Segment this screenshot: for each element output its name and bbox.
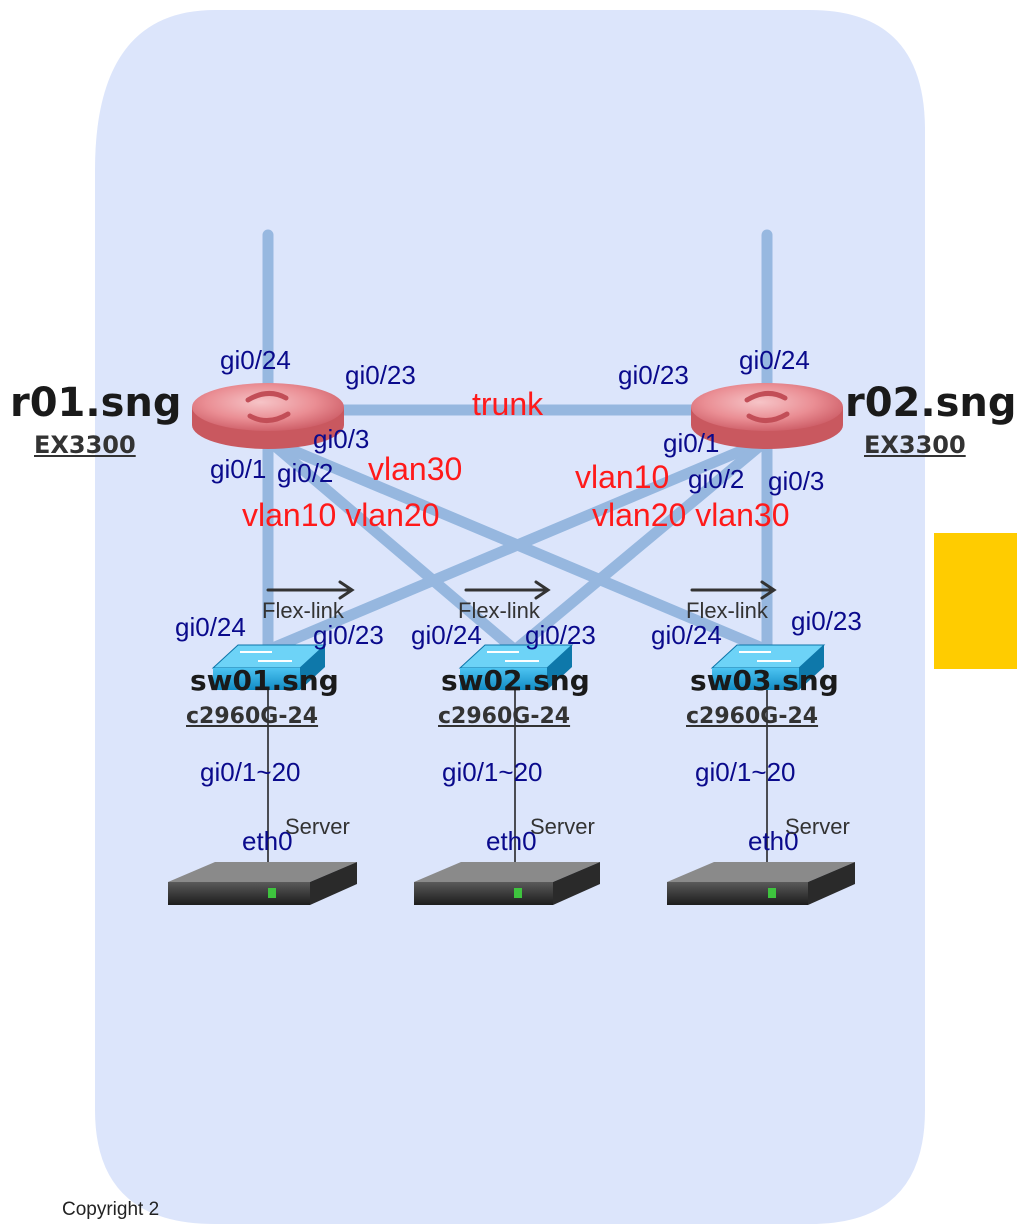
link-r02-sw01	[262, 434, 773, 656]
r02-vlan-a: vlan10	[575, 459, 670, 495]
link-r01-sw02	[262, 434, 521, 656]
r02-vlan-b: vlan20 vlan30	[592, 497, 790, 533]
sw03-port-gi0-24: gi0/24	[651, 620, 722, 650]
accent-box	[934, 533, 1017, 669]
switch-sw02-icon	[458, 644, 574, 690]
router-r01-icon	[192, 383, 344, 449]
sw02-name: sw02.sng	[441, 664, 590, 697]
trunk-label: trunk	[472, 386, 544, 422]
router-r02-name: r02.sng	[845, 380, 1017, 426]
sw03-flex-label: Flex-link	[686, 598, 768, 623]
r02-port-gi0-2: gi0/2	[688, 464, 745, 494]
sw02-server-ports: gi0/1~20	[442, 757, 543, 787]
sw01-model: c2960G-24	[186, 704, 319, 729]
router-r02-model: EX3300	[864, 431, 966, 459]
router-r01-model: EX3300	[34, 431, 136, 459]
sw03-port-gi0-23: gi0/23	[791, 606, 862, 636]
router-r01-name: r01.sng	[10, 380, 182, 426]
server-2-label: Server	[530, 814, 595, 839]
r01-port-gi0-3: gi0/3	[313, 424, 370, 454]
sw02-model: c2960G-24	[438, 704, 571, 729]
server-1-iface: eth0	[242, 826, 293, 856]
r01-port-gi0-23: gi0/23	[345, 360, 416, 390]
r02-port-gi0-1: gi0/1	[663, 428, 720, 458]
router-r02-icon	[691, 383, 843, 449]
sw01-port-gi0-23: gi0/23	[313, 620, 384, 650]
sw03-model: c2960G-24	[686, 704, 819, 729]
r02-port-gi0-23: gi0/23	[618, 360, 689, 390]
r01-vlan-a: vlan30	[368, 451, 463, 487]
sw01-flex-label: Flex-link	[262, 598, 344, 623]
sw01-server-ports: gi0/1~20	[200, 757, 301, 787]
server-2-iface: eth0	[486, 826, 537, 856]
server-3-icon	[667, 862, 855, 905]
server-2-icon	[414, 862, 600, 905]
server-1-label: Server	[285, 814, 350, 839]
r02-port-gi0-3: gi0/3	[768, 466, 825, 496]
server-3-label: Server	[785, 814, 850, 839]
flex-arrow-3	[690, 580, 777, 600]
r01-port-gi0-1: gi0/1	[210, 454, 267, 484]
switch-sw01-icon	[211, 644, 327, 690]
r01-vlan-b: vlan10 vlan20	[242, 497, 440, 533]
r01-port-gi0-2: gi0/2	[277, 458, 334, 488]
r01-port-gi0-24: gi0/24	[220, 345, 291, 375]
copyright-text: Copyright 2	[62, 1199, 160, 1220]
background-panel	[95, 10, 925, 1224]
sw01-name: sw01.sng	[190, 664, 339, 697]
sw02-port-gi0-23: gi0/23	[525, 620, 596, 650]
server-1-icon	[168, 862, 357, 905]
sw03-server-ports: gi0/1~20	[695, 757, 796, 787]
switch-sw03-icon	[710, 644, 826, 690]
r02-port-gi0-24: gi0/24	[739, 345, 810, 375]
flex-arrow-2	[464, 580, 551, 600]
link-r02-sw02	[509, 434, 773, 656]
flex-arrow-1	[266, 580, 355, 600]
server-3-iface: eth0	[748, 826, 799, 856]
sw02-flex-label: Flex-link	[458, 598, 540, 623]
sw01-port-gi0-24: gi0/24	[175, 612, 246, 642]
sw03-name: sw03.sng	[690, 664, 839, 697]
sw02-port-gi0-24: gi0/24	[411, 620, 482, 650]
